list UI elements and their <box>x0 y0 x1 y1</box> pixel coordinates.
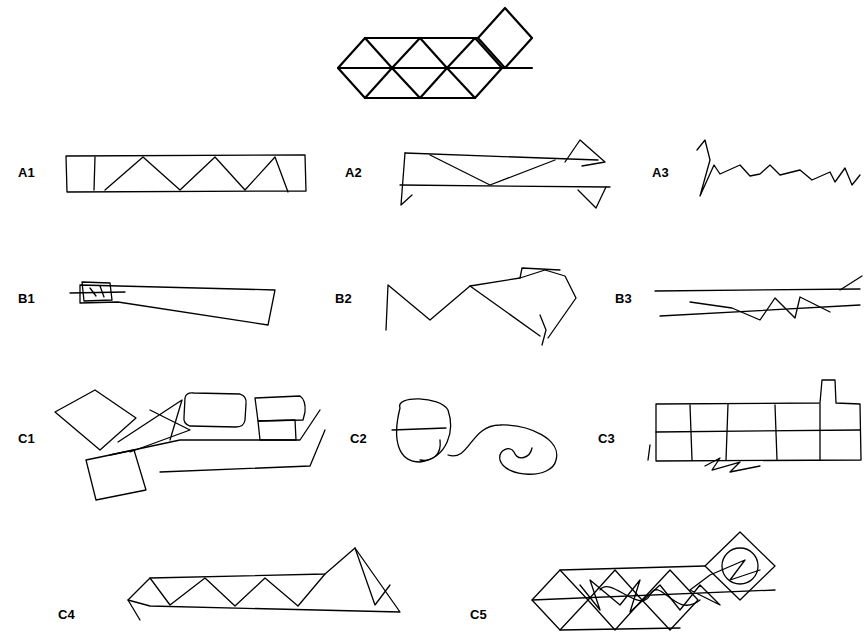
sketch-a1 <box>66 155 306 192</box>
model-net <box>338 8 532 98</box>
sketch-c1 <box>55 390 325 500</box>
panel-label: B1 <box>18 292 35 305</box>
panel-label: C1 <box>18 432 35 445</box>
sketch-b2 <box>386 268 576 345</box>
panel-label: C5 <box>470 608 487 621</box>
panel-label: A3 <box>652 166 669 179</box>
sketch-a3 <box>697 140 860 196</box>
panel-label: A2 <box>345 166 362 179</box>
panel-label: B3 <box>615 292 632 305</box>
sketch-b3 <box>655 276 862 320</box>
sketch-c2 <box>392 399 557 474</box>
sketch-c4 <box>128 548 400 620</box>
panel-label: C4 <box>58 608 75 621</box>
sketch-c5 <box>532 532 775 630</box>
sketch-c3 <box>648 380 861 472</box>
panel-label: B2 <box>335 292 352 305</box>
panel-label: C2 <box>350 432 367 445</box>
sketches <box>55 140 862 630</box>
panel-label: C3 <box>598 432 615 445</box>
sketch-a2 <box>400 140 610 208</box>
panel-label: A1 <box>18 166 35 179</box>
sketch-b1 <box>70 282 275 325</box>
